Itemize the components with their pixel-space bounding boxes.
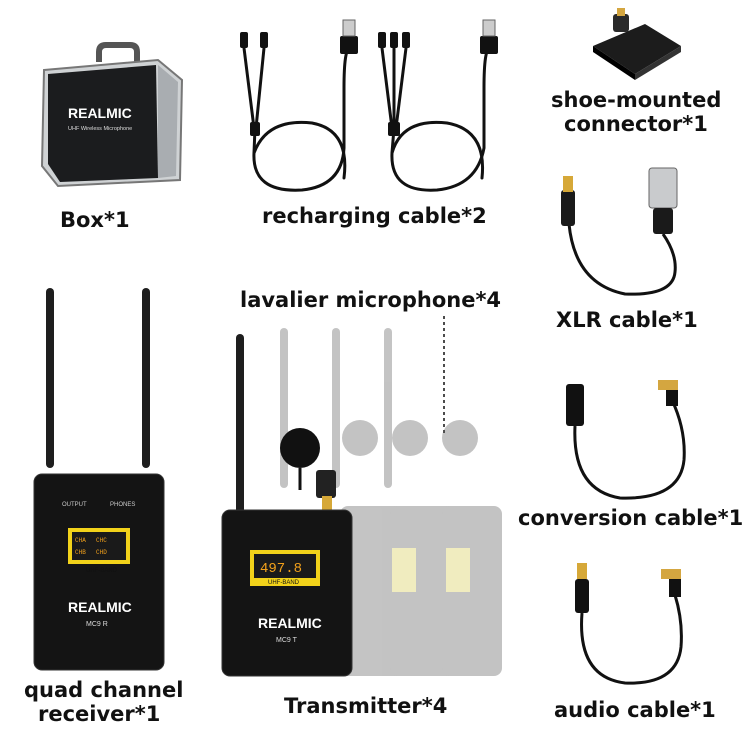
receiver-phones-text: PHONES	[110, 502, 135, 508]
transmitter-brand-text: REALMIC	[258, 615, 322, 631]
receiver-model-text: MC9 R	[86, 621, 108, 628]
transmitter-frequency-text: 497.8	[260, 561, 302, 577]
aluminium-case-image: REALMIC UHF Wireless Microphone	[40, 42, 184, 188]
recharging-cable-image	[240, 19, 498, 192]
receiver-ch-a: CHA	[75, 537, 86, 544]
receiver-ch-d: CHD	[96, 549, 107, 556]
receiver-output-text: OUTPUT	[62, 502, 87, 508]
transmitter-image: 497.8 UHF-BAND REALMIC MC9 T	[221, 334, 353, 677]
lavalier-pointer-line	[443, 316, 445, 434]
transmitter-label: Transmitter*4	[284, 694, 448, 718]
receiver-brand-text: REALMIC	[68, 599, 132, 615]
audio-cable-image	[575, 563, 683, 685]
conversion-cable-image	[566, 380, 686, 500]
receiver-ch-b: CHB	[75, 549, 86, 556]
shoe-connector-image	[593, 8, 681, 80]
lavalier-microphone-label: lavalier microphone*4	[240, 288, 502, 312]
box-label: Box*1	[60, 208, 130, 232]
receiver-label-line1: quad channel	[24, 678, 184, 702]
transmitter-band-text: UHF-BAND	[268, 580, 300, 586]
case-subtitle-text: UHF Wireless Microphone	[68, 126, 132, 132]
xlr-cable-image	[561, 167, 678, 296]
receiver-image: OUTPUT PHONES CHA CHC CHB CHD UHF-BAND R…	[33, 288, 165, 671]
conversion-cable-label: conversion cable*1	[518, 506, 744, 530]
case-brand-text: REALMIC	[68, 105, 132, 121]
receiver-ch-c: CHC	[96, 537, 107, 544]
xlr-cable-label: XLR cable*1	[556, 308, 698, 332]
shoe-connector-label-line2: connector*1	[564, 112, 708, 136]
receiver-band-text: UHF-BAND	[86, 568, 118, 574]
recharging-cable-label: recharging cable*2	[262, 204, 487, 228]
audio-cable-label: audio cable*1	[554, 698, 716, 722]
shoe-connector-label-line1: shoe-mounted	[551, 88, 722, 112]
receiver-label-line2: receiver*1	[38, 702, 161, 726]
transmitter-model-text: MC9 T	[276, 637, 298, 644]
